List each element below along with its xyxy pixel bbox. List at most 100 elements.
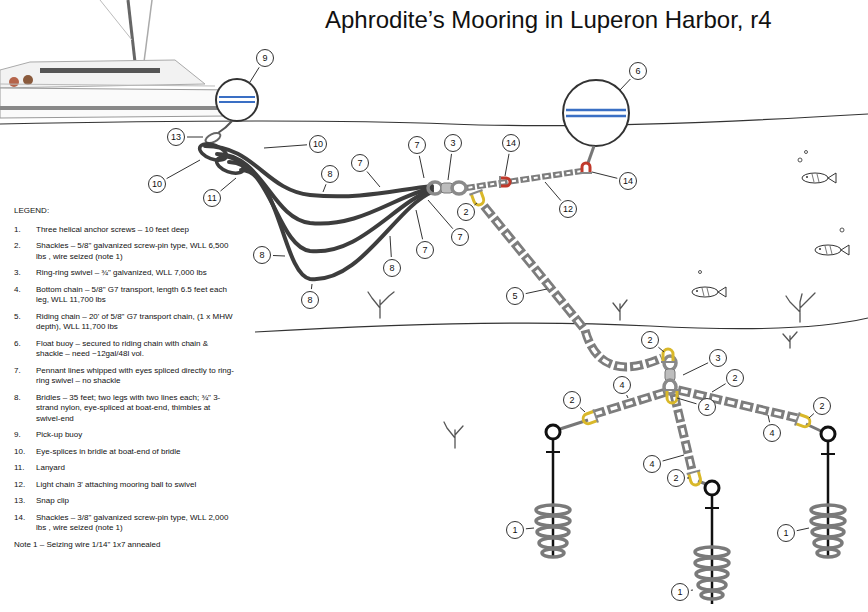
leader-line xyxy=(580,408,585,413)
callout-number: 11 xyxy=(203,189,221,207)
leader-line xyxy=(677,398,697,404)
leader-line xyxy=(428,200,453,229)
callout-number: 4 xyxy=(763,424,781,442)
legend-text: Three helical anchor screws – 10 feet de… xyxy=(36,225,236,236)
leader-line xyxy=(526,289,547,294)
helical-anchor xyxy=(811,427,845,558)
legend-number: 9. xyxy=(14,430,36,441)
leader-line xyxy=(250,67,259,82)
callout-number: 12 xyxy=(559,200,577,218)
callout-number: 6 xyxy=(629,62,647,80)
leader-line xyxy=(505,154,509,176)
leader-line xyxy=(768,415,770,422)
legend-text: Bottom chain – 5/8" G7 transport, length… xyxy=(36,285,236,306)
helical-anchor xyxy=(695,481,729,604)
legend-row: 11.Lanyard xyxy=(14,463,236,474)
legend-text: Ring-ring swivel – ¾" galvanized, WLL 7,… xyxy=(36,268,236,279)
callout-number: 10 xyxy=(309,135,327,153)
callout-number: 13 xyxy=(167,128,185,146)
legend-row: 3.Ring-ring swivel – ¾" galvanized, WLL … xyxy=(14,268,236,279)
leader-line xyxy=(221,178,237,191)
legend-row: 7.Pennant lines whipped with eyes splice… xyxy=(14,366,236,387)
legend-text: Eye-splices in bridle at boat-end of bri… xyxy=(36,447,236,458)
helical-anchor xyxy=(536,425,570,558)
legend-row: 10.Eye-splices in bridle at boat-end of … xyxy=(14,447,236,458)
callout-number: 1 xyxy=(506,521,524,539)
legend-number: 13. xyxy=(14,496,36,507)
legend-text: Light chain 3' attaching mooring ball to… xyxy=(36,480,236,491)
leader-line xyxy=(592,172,617,178)
callout-number: 2 xyxy=(563,391,581,409)
legend-text: Float buoy – secured to riding chain wit… xyxy=(36,339,236,360)
callout-number: 14 xyxy=(619,172,637,190)
leader-line xyxy=(419,156,424,178)
legend-row: 5.Riding chain – 20' of 5/8" G7 transpor… xyxy=(14,312,236,333)
callout-number: 2 xyxy=(726,369,744,387)
leader-line xyxy=(311,284,313,289)
legend-row: 14.Shackles – 3/8" galvanized screw-pin … xyxy=(14,513,236,534)
leader-line xyxy=(390,236,391,257)
callout-number: 5 xyxy=(506,287,524,305)
legend-text: Snap clip xyxy=(36,496,236,507)
callout-number: 8 xyxy=(383,259,401,277)
legend-text: Riding chain – 20' of 5/8" G7 transport … xyxy=(36,312,236,333)
leader-line xyxy=(545,182,561,201)
callout-number: 3 xyxy=(444,134,462,152)
callout-number: 1 xyxy=(671,583,689,601)
callout-number: 2 xyxy=(457,203,475,221)
legend-row: 2.Shackles – 5/8" galvanized screw-pin t… xyxy=(14,241,236,262)
legend-text: Bridles – 35 feet; two legs with two lin… xyxy=(36,393,236,425)
leader-line xyxy=(797,528,809,531)
leader-line xyxy=(475,203,478,205)
leader-line xyxy=(712,384,726,392)
leader-line xyxy=(683,363,708,375)
callout-number: 2 xyxy=(698,398,716,416)
legend-text: Lanyard xyxy=(36,463,236,474)
legend-number: 3. xyxy=(14,268,36,279)
legend-number: 7. xyxy=(14,366,36,387)
legend-number: 5. xyxy=(14,312,36,333)
note: Note 1 – Seizing wire 1/14" 1x7 annealed xyxy=(14,540,236,551)
legend-number: 10. xyxy=(14,447,36,458)
leader-line xyxy=(448,154,452,180)
callout-number: 8 xyxy=(253,246,271,264)
legend-row: 12.Light chain 3' attaching mooring ball… xyxy=(14,480,236,491)
callout-number: 7 xyxy=(408,136,426,154)
leader-line xyxy=(273,255,285,257)
leader-line xyxy=(367,172,380,188)
callout-number: 7 xyxy=(416,241,434,259)
legend-heading: LEGEND: xyxy=(14,206,236,217)
leader-line xyxy=(167,160,200,179)
leader-line xyxy=(663,455,684,461)
legend-number: 4. xyxy=(14,285,36,306)
leader-line xyxy=(658,347,664,352)
callout-number: 8 xyxy=(321,165,339,183)
legend-text: Pick-up buoy xyxy=(36,430,236,441)
legend-text: Pennant lines whipped with eyes spliced … xyxy=(36,366,236,387)
leader-line xyxy=(809,414,814,419)
legend-row: 6.Float buoy – secured to riding chain w… xyxy=(14,339,236,360)
legend: LEGEND: 1.Three helical anchor screws – 1… xyxy=(14,206,236,550)
callout-number: 2 xyxy=(667,469,685,487)
callout-number: 3 xyxy=(709,349,727,367)
leader-line xyxy=(620,79,630,90)
leader-line xyxy=(526,528,534,530)
callout-number: 4 xyxy=(643,455,661,473)
legend-text: Shackles – 3/8" galvanized screw-pin typ… xyxy=(36,513,236,534)
callout-number: 8 xyxy=(301,291,319,309)
callout-number: 7 xyxy=(451,228,469,246)
legend-row: 9.Pick-up buoy xyxy=(14,430,236,441)
callout-number: 2 xyxy=(641,331,659,349)
leader-line xyxy=(264,145,307,148)
legend-row: 1.Three helical anchor screws – 10 feet … xyxy=(14,225,236,236)
callout-number: 7 xyxy=(351,154,369,172)
callout-number: 4 xyxy=(613,376,631,394)
legend-number: 1. xyxy=(14,225,36,236)
legend-text: Shackles – 5/8" galvanized screw-pin typ… xyxy=(36,241,236,262)
legend-row: 4.Bottom chain – 5/8" G7 transport, leng… xyxy=(14,285,236,306)
legend-number: 14. xyxy=(14,513,36,534)
leader-line xyxy=(416,210,423,239)
callout-number: 1 xyxy=(777,524,795,542)
legend-number: 8. xyxy=(14,393,36,425)
